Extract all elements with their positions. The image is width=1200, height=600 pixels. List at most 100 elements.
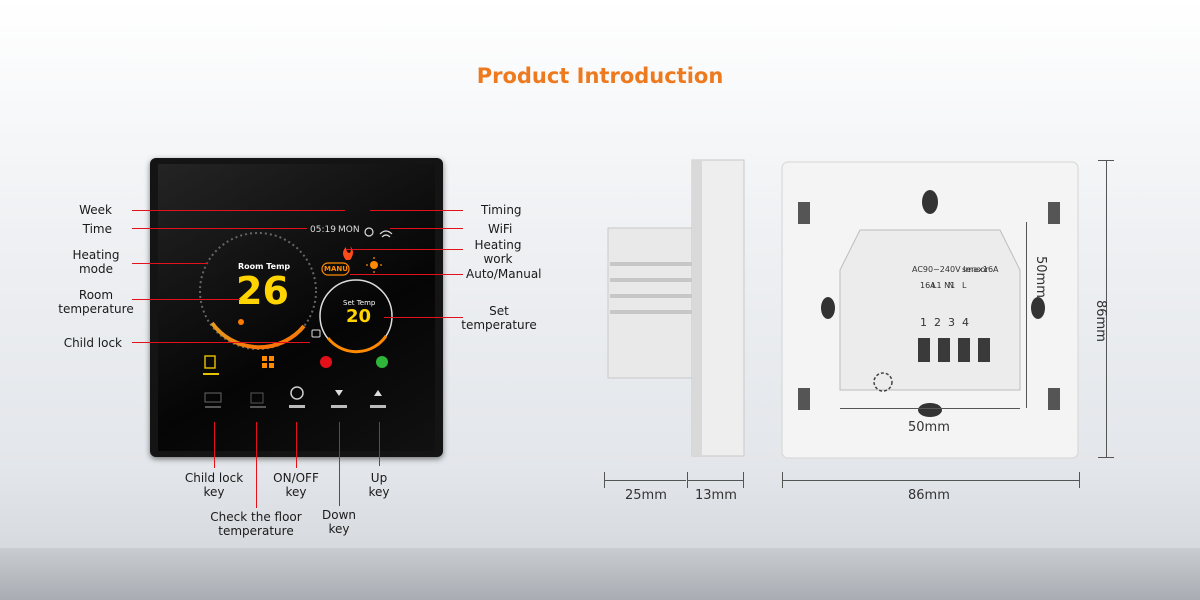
label-wifi: WiFi [488, 222, 513, 236]
side-body-rear [607, 227, 697, 379]
menu-icon-tl [262, 356, 267, 361]
set-temp-value: 20 [346, 306, 372, 327]
label-child-lock: Child lock [63, 336, 122, 350]
thermostat-front: 05:19 MON Room Temp 26 Set Temp 20 MANU [150, 158, 443, 457]
set-temp-line [384, 317, 463, 318]
wifi-line [390, 228, 463, 229]
floor-temp-key-icon[interactable] [250, 392, 264, 404]
menu-icon-br [269, 363, 274, 368]
label-week: Week [79, 203, 112, 217]
sun-icon [370, 261, 378, 269]
page-title: Product Introduction [476, 64, 724, 88]
down-arrow-icon[interactable] [335, 390, 343, 396]
child-lock-line [132, 342, 310, 343]
floor-temp-key-bar[interactable] [250, 406, 266, 408]
floor-temp-key-line [256, 422, 257, 508]
down-key-line [339, 422, 340, 506]
dim-tick-e [1079, 472, 1080, 488]
room-temp-label: Room Temp [238, 262, 291, 271]
mount-hole-bottom [918, 403, 942, 417]
svg-text:L: L [962, 281, 967, 290]
up-arrow-icon[interactable] [374, 390, 382, 396]
svg-text:sensor: sensor [962, 265, 989, 274]
dim-depth-total: 25mm [625, 488, 667, 503]
thermostat-back-view: 1 2 3 4 16A L1 N1 N L AC90~240V Imax16A … [781, 161, 1079, 459]
side-edge-shade [692, 160, 702, 456]
child-lock-key-bar[interactable] [205, 406, 221, 408]
set-temp-label: Set Temp [343, 299, 376, 307]
timing-icon [364, 227, 374, 237]
dim-height: 86mm [1093, 300, 1108, 342]
down-key-bar[interactable] [331, 405, 347, 408]
clock-green-icon [376, 356, 388, 368]
dim-line-86mm-w [782, 480, 1080, 481]
room-temp-arc [210, 321, 306, 350]
label-timing: Timing [481, 203, 522, 217]
thermostat-screen [199, 227, 393, 408]
terminal-numbers: 1 2 3 4 [920, 316, 969, 329]
menu-icon-tr [269, 356, 274, 361]
room-temp-value: 26 [236, 269, 289, 313]
mount-hole-top [922, 190, 938, 214]
mount-hole-right [1031, 297, 1045, 319]
dim-line-50mm-w [840, 408, 1020, 409]
svg-text:3: 3 [948, 316, 955, 329]
dim-tick-a [604, 472, 605, 488]
mount-hole-left [821, 297, 835, 319]
svg-text:AC90~240V Imax16A: AC90~240V Imax16A [912, 265, 999, 274]
time-line [132, 228, 307, 229]
child-lock-key-line [214, 422, 215, 468]
dim-tick-g [1098, 457, 1114, 458]
manu-badge-frame [321, 262, 350, 276]
label-auto-manual: Auto/Manual [466, 267, 542, 281]
dim-depth-front: 13mm [695, 488, 737, 503]
dim-line-50mm-h [1026, 222, 1027, 408]
svg-text:4: 4 [962, 316, 969, 329]
child-lock-key-icon[interactable] [204, 392, 222, 403]
thermometer-underline [203, 373, 219, 375]
dim-width: 86mm [908, 488, 950, 503]
wifi-icon [379, 230, 393, 238]
dim-tick-d [782, 472, 783, 488]
dim-line-13mm [688, 480, 743, 481]
dim-mount-h: 50mm [1033, 256, 1048, 298]
floor-shelf [0, 548, 1200, 600]
up-key-bar[interactable] [370, 405, 386, 408]
week-line [132, 210, 345, 211]
thermometer-icon [204, 355, 216, 369]
manu-badge: MANU [324, 265, 348, 273]
corner-clips [798, 202, 1060, 410]
heating-mode-line [132, 263, 208, 264]
lock-icon [311, 329, 321, 338]
clock-red-icon [320, 356, 332, 368]
screen-time: 05:19 [310, 225, 336, 235]
side-vents [610, 262, 694, 314]
svg-text:1: 1 [920, 316, 927, 329]
sun-rays [366, 257, 382, 273]
terminal-housing [839, 229, 1021, 391]
label-time: Time [82, 222, 112, 236]
up-key-line [379, 422, 380, 466]
terminal-text: 16A L1 N1 N L AC90~240V Imax16A sensor [912, 265, 999, 290]
menu-icon-bl [262, 363, 267, 368]
room-temp-line [132, 299, 240, 300]
svg-text:L1 N1: L1 N1 [932, 281, 955, 290]
flame-icon [343, 246, 353, 260]
sensor-port [873, 372, 893, 392]
timing-line [370, 210, 463, 211]
power-icon[interactable] [290, 386, 304, 400]
power-key-bar[interactable] [289, 405, 305, 408]
onoff-key-line [296, 422, 297, 468]
heating-work-line [346, 249, 463, 250]
screen-day: MON [338, 225, 360, 235]
thermostat-glass [158, 164, 435, 451]
